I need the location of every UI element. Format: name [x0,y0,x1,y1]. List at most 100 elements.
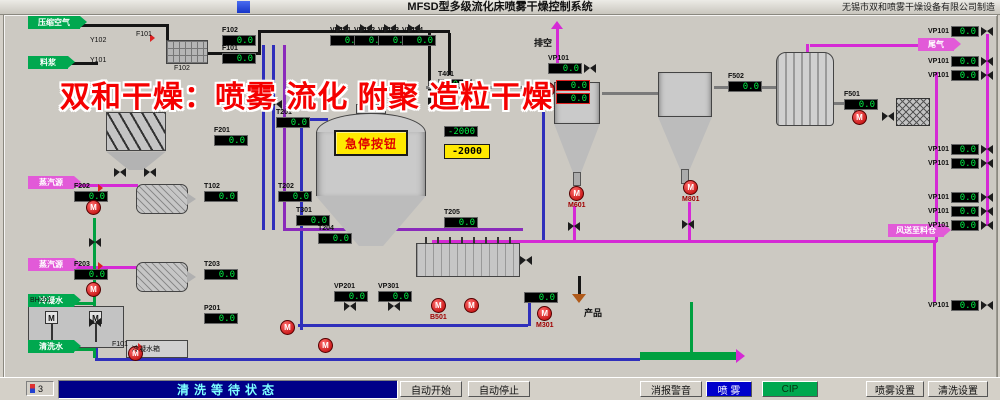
emergency-stop-button[interactable]: 急停按钮 [334,130,408,156]
value-display: 0.0 [951,70,980,81]
valve-icon[interactable] [114,168,126,177]
diagram-label: 产品 [584,308,603,318]
pump-motor-icon[interactable]: M [318,338,333,353]
pump[interactable]: M [852,110,867,125]
pump-motor-icon[interactable]: M [683,180,699,195]
pump-motor-icon[interactable]: M [464,298,479,313]
button-clean-settings[interactable]: 清洗设置 [928,381,988,397]
valve-icon[interactable] [981,145,994,154]
valve-icon[interactable] [882,112,894,121]
cyclone-body [658,72,712,117]
pipe [935,72,938,242]
valve-icon[interactable] [981,57,994,66]
pump-motor-icon[interactable]: M [430,298,446,313]
valve-icon[interactable] [568,222,580,231]
diagram-label: 排空 [534,38,553,48]
button-auto-stop[interactable]: 自动停止 [468,381,530,397]
valve-icon[interactable] [981,207,994,216]
flow-arrow-down [685,352,697,360]
pump[interactable]: M [86,200,101,215]
pipe [166,24,169,42]
instrument-tag: P201 [204,305,221,312]
pump-motor-icon[interactable]: M [86,200,101,215]
button-spray-settings[interactable]: 喷雾设置 [866,381,924,397]
pipe [428,33,431,106]
pipe [986,34,989,226]
valve-icon[interactable] [259,100,271,109]
page-title: MFSD型多级流化床喷雾干燥控制系统 [407,1,593,13]
instrument-display: -2000 [444,126,478,137]
valve-icon[interactable] [408,24,420,33]
valve-icon[interactable] [981,71,994,80]
pump-motor-icon[interactable]: M [569,186,585,201]
value-display: 0.0 [951,144,980,155]
valve-icon[interactable] [388,302,400,311]
instrument-row: 0.0 [318,233,352,244]
value-display: 0.0 [728,81,762,92]
valve-icon[interactable] [270,100,282,109]
value-display: 0.0 [951,26,980,37]
button-cip[interactable]: CIP [762,381,818,397]
pump[interactable]: M [280,320,295,335]
diagram-label: Y101 [90,57,107,64]
valve-icon[interactable] [981,221,994,230]
instrument-tag: VP101 [928,160,950,167]
status-indicator-icon [30,384,35,393]
instrument-row: 0.0 [951,26,994,37]
valve-icon[interactable] [981,159,994,168]
valve-icon[interactable] [89,318,101,327]
valve-icon[interactable] [981,301,994,310]
pump[interactable]: M [540,82,555,97]
valve-icon[interactable] [981,193,994,202]
valve-icon[interactable] [89,238,101,247]
pump-motor-icon[interactable]: M [852,110,867,125]
pump-motor-icon[interactable]: M [537,306,553,321]
button-auto-start[interactable]: 自动开始 [400,381,462,397]
valve-icon[interactable] [384,24,396,33]
instrument-tag: T401 [438,71,454,78]
instrument-row: 0.0 [74,269,108,280]
pump-motor-icon[interactable]: M [540,82,555,97]
pump[interactable]: M [318,338,333,353]
valve-icon[interactable] [520,256,532,265]
instrument-row: 0.0 [548,63,596,74]
value-display: -2000 [444,126,478,137]
pipe [556,28,559,64]
diagram-label: F102 [174,65,190,72]
equipment-esp [106,112,166,170]
pipe [95,358,640,361]
valve-icon[interactable] [981,27,994,36]
diagram-label: F101 [112,341,128,348]
pipe [690,302,693,354]
valve-icon[interactable] [682,220,694,229]
valve-icon[interactable] [344,302,356,311]
button-spray[interactable]: 喷 雾 [706,381,752,397]
valve-icon[interactable] [336,24,348,33]
valve-icon[interactable] [360,24,372,33]
button-mute-alarm[interactable]: 消报警音 [640,381,702,397]
valve-icon[interactable] [584,64,596,73]
diagram-label: 冷凝水箱 [132,346,160,353]
pump[interactable]: M [86,282,101,297]
value-display: 0.0 [74,269,108,280]
instrument-row: 0.0 [402,35,436,46]
status-indicator[interactable]: 3 [26,381,54,396]
instrument-row: 0.0 [214,135,248,146]
pipe [262,45,265,230]
pump-motor-icon[interactable]: M [86,282,101,297]
pipe [283,45,286,230]
instrument-tag: VP201 [334,283,356,290]
instrument-row: 0.0 [222,35,256,46]
valve-icon[interactable] [144,168,156,177]
pump-motor-icon[interactable]: M [280,320,295,335]
value-display: 0.0 [951,300,980,311]
pump[interactable]: M [464,298,479,313]
